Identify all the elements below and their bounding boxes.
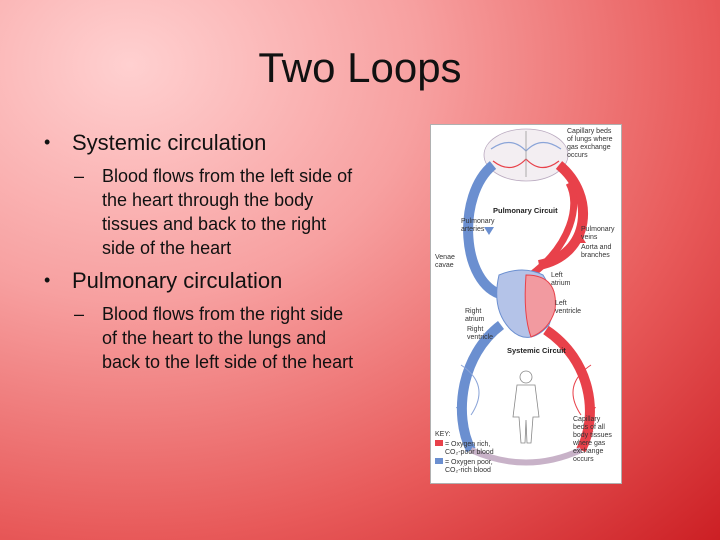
pulmonary-artery-path xyxy=(463,161,505,300)
bullet-dot: • xyxy=(44,132,51,152)
arrow-up-icon xyxy=(484,227,494,235)
pulmonary-vein-path xyxy=(537,161,588,270)
key-blue-text: = Oxygen poor, CO₂-rich blood xyxy=(445,459,495,474)
sub-bullet-dash: – xyxy=(74,304,85,324)
key-blue-swatch xyxy=(435,458,443,464)
arrow-down-icon xyxy=(586,407,596,415)
diagram-key: KEY: = Oxygen rich, CO₂-poor blood = Oxy… xyxy=(435,431,495,474)
label-capillary-body: Capillary beds of all body tissues where… xyxy=(572,416,614,463)
lung-capillaries xyxy=(483,128,569,182)
sub-bullet-dash: – xyxy=(74,166,85,186)
label-right-atrium: Right atrium xyxy=(465,308,485,323)
label-left-ventricle: Left ventricle xyxy=(555,300,581,315)
label-pulmonary-arteries: Pulmonary arteries xyxy=(461,218,496,233)
label-systemic-circuit: Systemic Circuit xyxy=(507,346,566,355)
aorta-path xyxy=(528,181,578,278)
circulation-diagram-svg: Capillary beds of lungs where gas exchan… xyxy=(435,128,616,474)
label-pulmonary-circuit: Pulmonary Circuit xyxy=(493,206,558,215)
label-right-ventricle: Right ventricle xyxy=(467,326,493,341)
bullet-dot: • xyxy=(44,270,51,290)
key-red-swatch xyxy=(435,440,443,446)
label-left-atrium: Left atrium xyxy=(551,272,571,287)
circulation-diagram: Capillary beds of lungs where gas exchan… xyxy=(430,124,622,484)
body-capillaries xyxy=(460,364,592,466)
arrow-up-icon xyxy=(456,407,466,415)
human-figure-icon xyxy=(512,370,540,444)
key-title: KEY: xyxy=(435,431,451,438)
label-pulmonary-veins: Pulmonary veins xyxy=(581,226,616,241)
slide-title: Two Loops xyxy=(258,44,462,91)
label-capillary-lungs: Capillary beds of lungs where gas exchan… xyxy=(567,128,614,159)
heart xyxy=(496,269,556,338)
systemic-artery-path xyxy=(543,325,595,453)
label-aorta: Aorta and branches xyxy=(581,244,613,259)
arrow-down-icon xyxy=(576,235,586,243)
vena-cava-path xyxy=(456,321,505,453)
label-venae-cavae: Venae cavae xyxy=(435,254,457,269)
key-red-text: = Oxygen rich, CO₂-poor blood xyxy=(445,441,494,456)
